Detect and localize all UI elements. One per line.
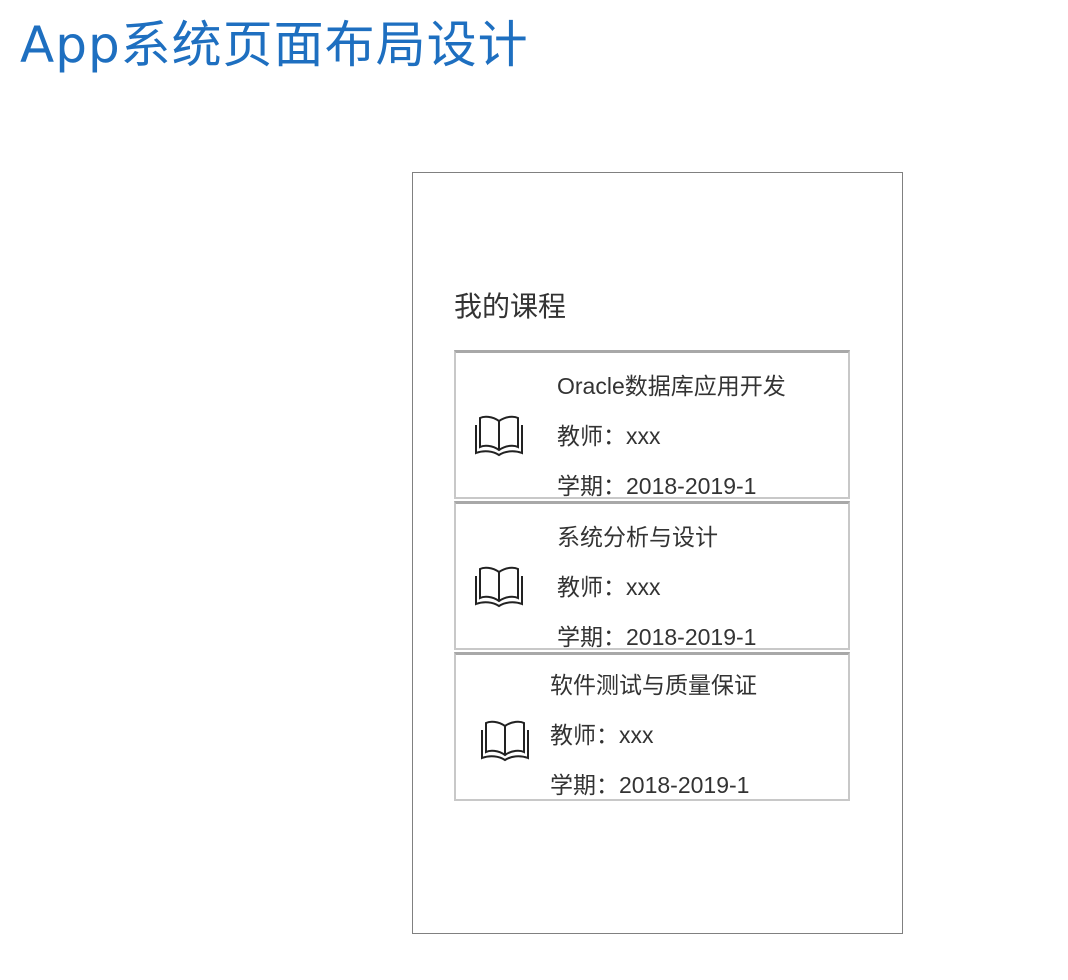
course-teacher: 教师：xxx: [557, 574, 661, 600]
course-name: 软件测试与质量保证: [550, 672, 757, 698]
course-term: 学期：2018-2019-1: [557, 624, 757, 650]
course-term: 学期：2018-2019-1: [550, 772, 750, 798]
course-teacher: 教师：xxx: [550, 722, 654, 748]
phone-screen-mockup: 我的课程 Oracle数据库应用开发 教师：xxx 学期：2018-2019-1…: [412, 172, 903, 934]
book-icon: [475, 566, 523, 608]
course-teacher: 教师：xxx: [557, 423, 661, 449]
my-courses-heading: 我的课程: [454, 290, 567, 323]
course-card[interactable]: 系统分析与设计 教师：xxx 学期：2018-2019-1: [454, 501, 850, 650]
slide-title: App系统页面布局设计: [20, 16, 529, 74]
book-icon: [475, 415, 523, 457]
course-list: Oracle数据库应用开发 教师：xxx 学期：2018-2019-1 系统分析…: [454, 350, 850, 803]
course-card[interactable]: Oracle数据库应用开发 教师：xxx 学期：2018-2019-1: [454, 350, 850, 499]
course-card[interactable]: 软件测试与质量保证 教师：xxx 学期：2018-2019-1: [454, 652, 850, 801]
course-name: 系统分析与设计: [557, 524, 718, 550]
book-icon: [481, 720, 529, 762]
course-term: 学期：2018-2019-1: [557, 473, 757, 499]
course-name: Oracle数据库应用开发: [557, 373, 786, 399]
